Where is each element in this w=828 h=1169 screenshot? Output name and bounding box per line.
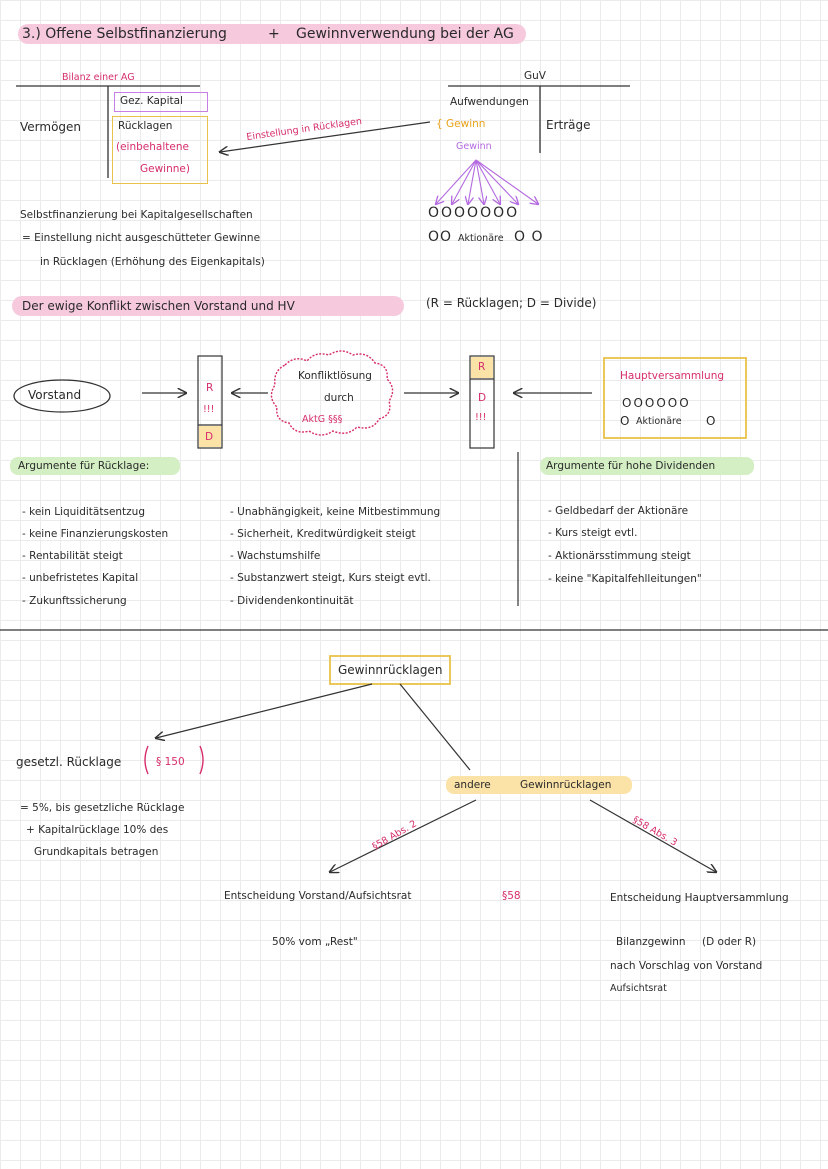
arg-m-item: - Unabhängigkeit, keine Mitbestimmung bbox=[230, 506, 441, 518]
sf-line-1: Selbstfinanzierung bei Kapitalgesellscha… bbox=[20, 209, 253, 221]
guv-aufwendungen: Aufwendungen bbox=[450, 96, 529, 108]
gesetzl-ruecklage: gesetzl. Rücklage bbox=[16, 755, 122, 769]
bar-left-r: R bbox=[206, 382, 214, 394]
gesetzl-desc-1: = 5%, bis gesetzliche Rücklage bbox=[20, 802, 185, 814]
arg-r-item: - Zukunftssicherung bbox=[22, 595, 127, 607]
guv-heading: GuV bbox=[524, 70, 546, 82]
hv-row-2a: O bbox=[620, 414, 630, 428]
arg-ruecklage-highlight bbox=[10, 457, 180, 475]
guv-ertraege: Erträge bbox=[546, 118, 591, 132]
vorschlag-1: nach Vorschlag von Vorstand bbox=[610, 960, 763, 972]
guv-gewinn: { Gewinn bbox=[436, 118, 486, 130]
header-highlight bbox=[18, 24, 526, 44]
entscheidung-vorstand: Entscheidung Vorstand/Aufsichtsrat bbox=[224, 890, 412, 902]
gez-kapital-box bbox=[114, 92, 208, 112]
sf-line-3: in Rücklagen (Erhöhung des Eigenkapitals… bbox=[40, 256, 265, 268]
bar-right-r: R bbox=[478, 361, 486, 373]
hv-aktionaere: Aktionäre bbox=[636, 416, 682, 427]
vorschlag-2: Aufsichtsrat bbox=[610, 983, 667, 994]
arg-d-item: - Geldbedarf der Aktionäre bbox=[548, 505, 689, 517]
arg-m-item: - Sicherheit, Kreditwürdigkeit steigt bbox=[230, 528, 416, 540]
bilanz-ruecklagen: Rücklagen bbox=[118, 120, 173, 132]
hv-row-1: OOOOOO bbox=[622, 396, 691, 410]
sf-line-2: = Einstellung nicht ausgeschütteter Gewi… bbox=[22, 232, 261, 244]
bilanz-gez-kapital: Gez. Kapital bbox=[120, 95, 183, 107]
arg-r-item: - Rentabilität steigt bbox=[22, 550, 123, 562]
bilanz-vermoegen: Vermögen bbox=[20, 120, 82, 134]
arg-m-item: - Substanzwert steigt, Kurs steigt evtl. bbox=[230, 572, 431, 584]
arg-r-item: - kein Liquiditätsentzug bbox=[22, 506, 146, 518]
cloud-line-2: durch bbox=[324, 392, 354, 404]
shareholders-row-1: OOOOOOO bbox=[428, 205, 520, 221]
bar-left-d: D bbox=[205, 431, 214, 443]
d-oder-r: (D oder R) bbox=[702, 936, 757, 948]
gesetzl-desc-2: + Kapitalrücklage 10% des bbox=[26, 824, 169, 836]
header-title: 3.) Offene Selbstfinanzierung bbox=[22, 26, 227, 42]
shareholders-label: Aktionäre bbox=[458, 233, 504, 244]
andere-2: Gewinnrücklagen bbox=[520, 779, 612, 791]
paragraph-58: §58 bbox=[502, 890, 521, 902]
andere-highlight bbox=[446, 776, 632, 794]
bilanz-einbehaltene: (einbehaltene bbox=[116, 141, 189, 153]
gewinnruecklagen-title: Gewinnrücklagen bbox=[338, 663, 443, 677]
entscheidung-hv: Entscheidung Hauptversammlung bbox=[610, 892, 789, 904]
bilanz-heading: Bilanz einer AG bbox=[62, 72, 135, 83]
bilanz-gewinne: Gewinne) bbox=[140, 163, 190, 175]
arg-d-item: - keine "Kapitalfehlleitungen" bbox=[548, 573, 702, 585]
arg-dividende-highlight bbox=[540, 457, 754, 475]
bilanzgewinn: Bilanzgewinn bbox=[616, 936, 686, 948]
arg-m-item: - Wachstumshilfe bbox=[230, 550, 321, 562]
andere-1: andere bbox=[454, 779, 491, 791]
shareholders-row-2b: O O bbox=[514, 229, 544, 245]
fuenfzig-prozent: 50% vom „Rest" bbox=[272, 936, 358, 948]
hv-row-2b: O bbox=[706, 414, 716, 428]
header-title-2: Gewinnverwendung bei der AG bbox=[296, 26, 514, 42]
arg-r-item: - unbefristetes Kapital bbox=[22, 572, 139, 584]
bar-left-excl: !!! bbox=[203, 404, 215, 415]
konflikt-highlight bbox=[12, 296, 404, 316]
ruecklagen-box bbox=[112, 116, 208, 184]
vorstand-label: Vorstand bbox=[28, 388, 82, 402]
paragraph-150: § 150 bbox=[156, 756, 185, 768]
guv-gewinn-2: Gewinn bbox=[456, 141, 492, 152]
konflikt-title: Der ewige Konflikt zwischen Vorstand und… bbox=[22, 299, 295, 313]
hv-title: Hauptversammlung bbox=[620, 370, 725, 382]
header-plus: + bbox=[268, 26, 280, 42]
arg-ruecklage-heading: Argumente für Rücklage: bbox=[18, 460, 150, 472]
cloud-line-1: Konfliktlösung bbox=[298, 370, 372, 382]
arg-dividende-heading: Argumente für hohe Dividenden bbox=[546, 460, 716, 472]
bar-right-excl: !!! bbox=[475, 412, 487, 423]
arg-r-item: - keine Finanzierungskosten bbox=[22, 528, 169, 540]
arg-d-item: - Aktionärsstimmung steigt bbox=[548, 550, 691, 562]
konflikt-legend: (R = Rücklagen; D = Divide) bbox=[426, 296, 597, 310]
arg-m-item: - Dividendenkontinuität bbox=[230, 595, 354, 607]
gesetzl-desc-3: Grundkapitals betragen bbox=[34, 846, 159, 858]
cloud-line-3: AktG §§§ bbox=[302, 414, 343, 425]
shareholders-row-2: OO bbox=[428, 229, 453, 245]
arg-d-item: - Kurs steigt evtl. bbox=[548, 527, 638, 539]
bar-right-d: D bbox=[478, 392, 487, 404]
